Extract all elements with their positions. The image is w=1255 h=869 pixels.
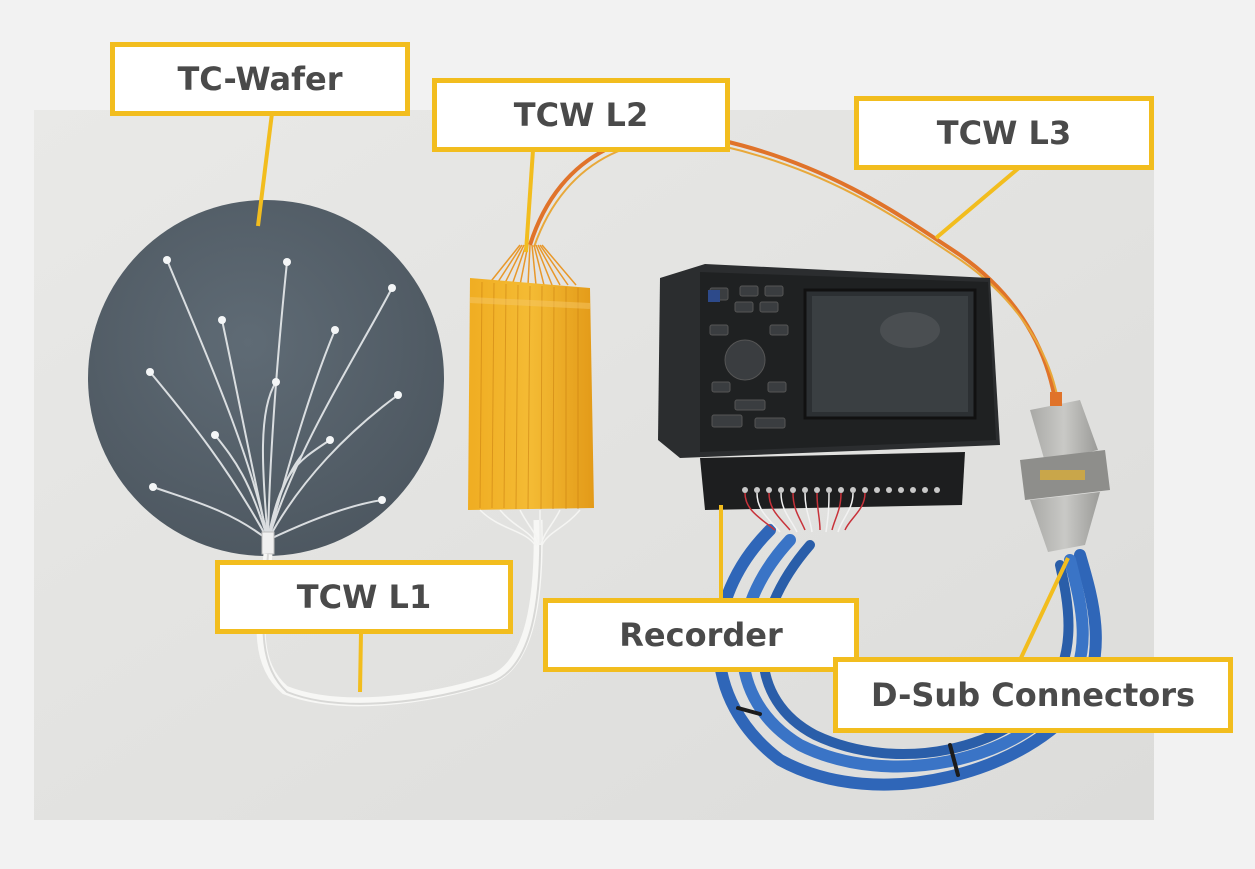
tcw-l2-flex [468,244,594,546]
tc-wafer [88,200,444,556]
label-recorder: Recorder [543,598,859,672]
tcw-l3-cable [528,132,1059,401]
d-sub-connectors [1020,392,1110,552]
label-tcw-l1: TCW L1 [215,560,513,634]
label-d-sub-connectors: D-Sub Connectors [833,657,1233,733]
label-tcw-l2: TCW L2 [432,78,730,152]
callout-leader-lines [256,112,1070,693]
recorder-device [658,264,1000,533]
tcw-l1-cable [256,519,543,707]
label-tcw-l3: TCW L3 [854,96,1154,170]
label-tc-wafer: TC-Wafer [110,42,410,116]
